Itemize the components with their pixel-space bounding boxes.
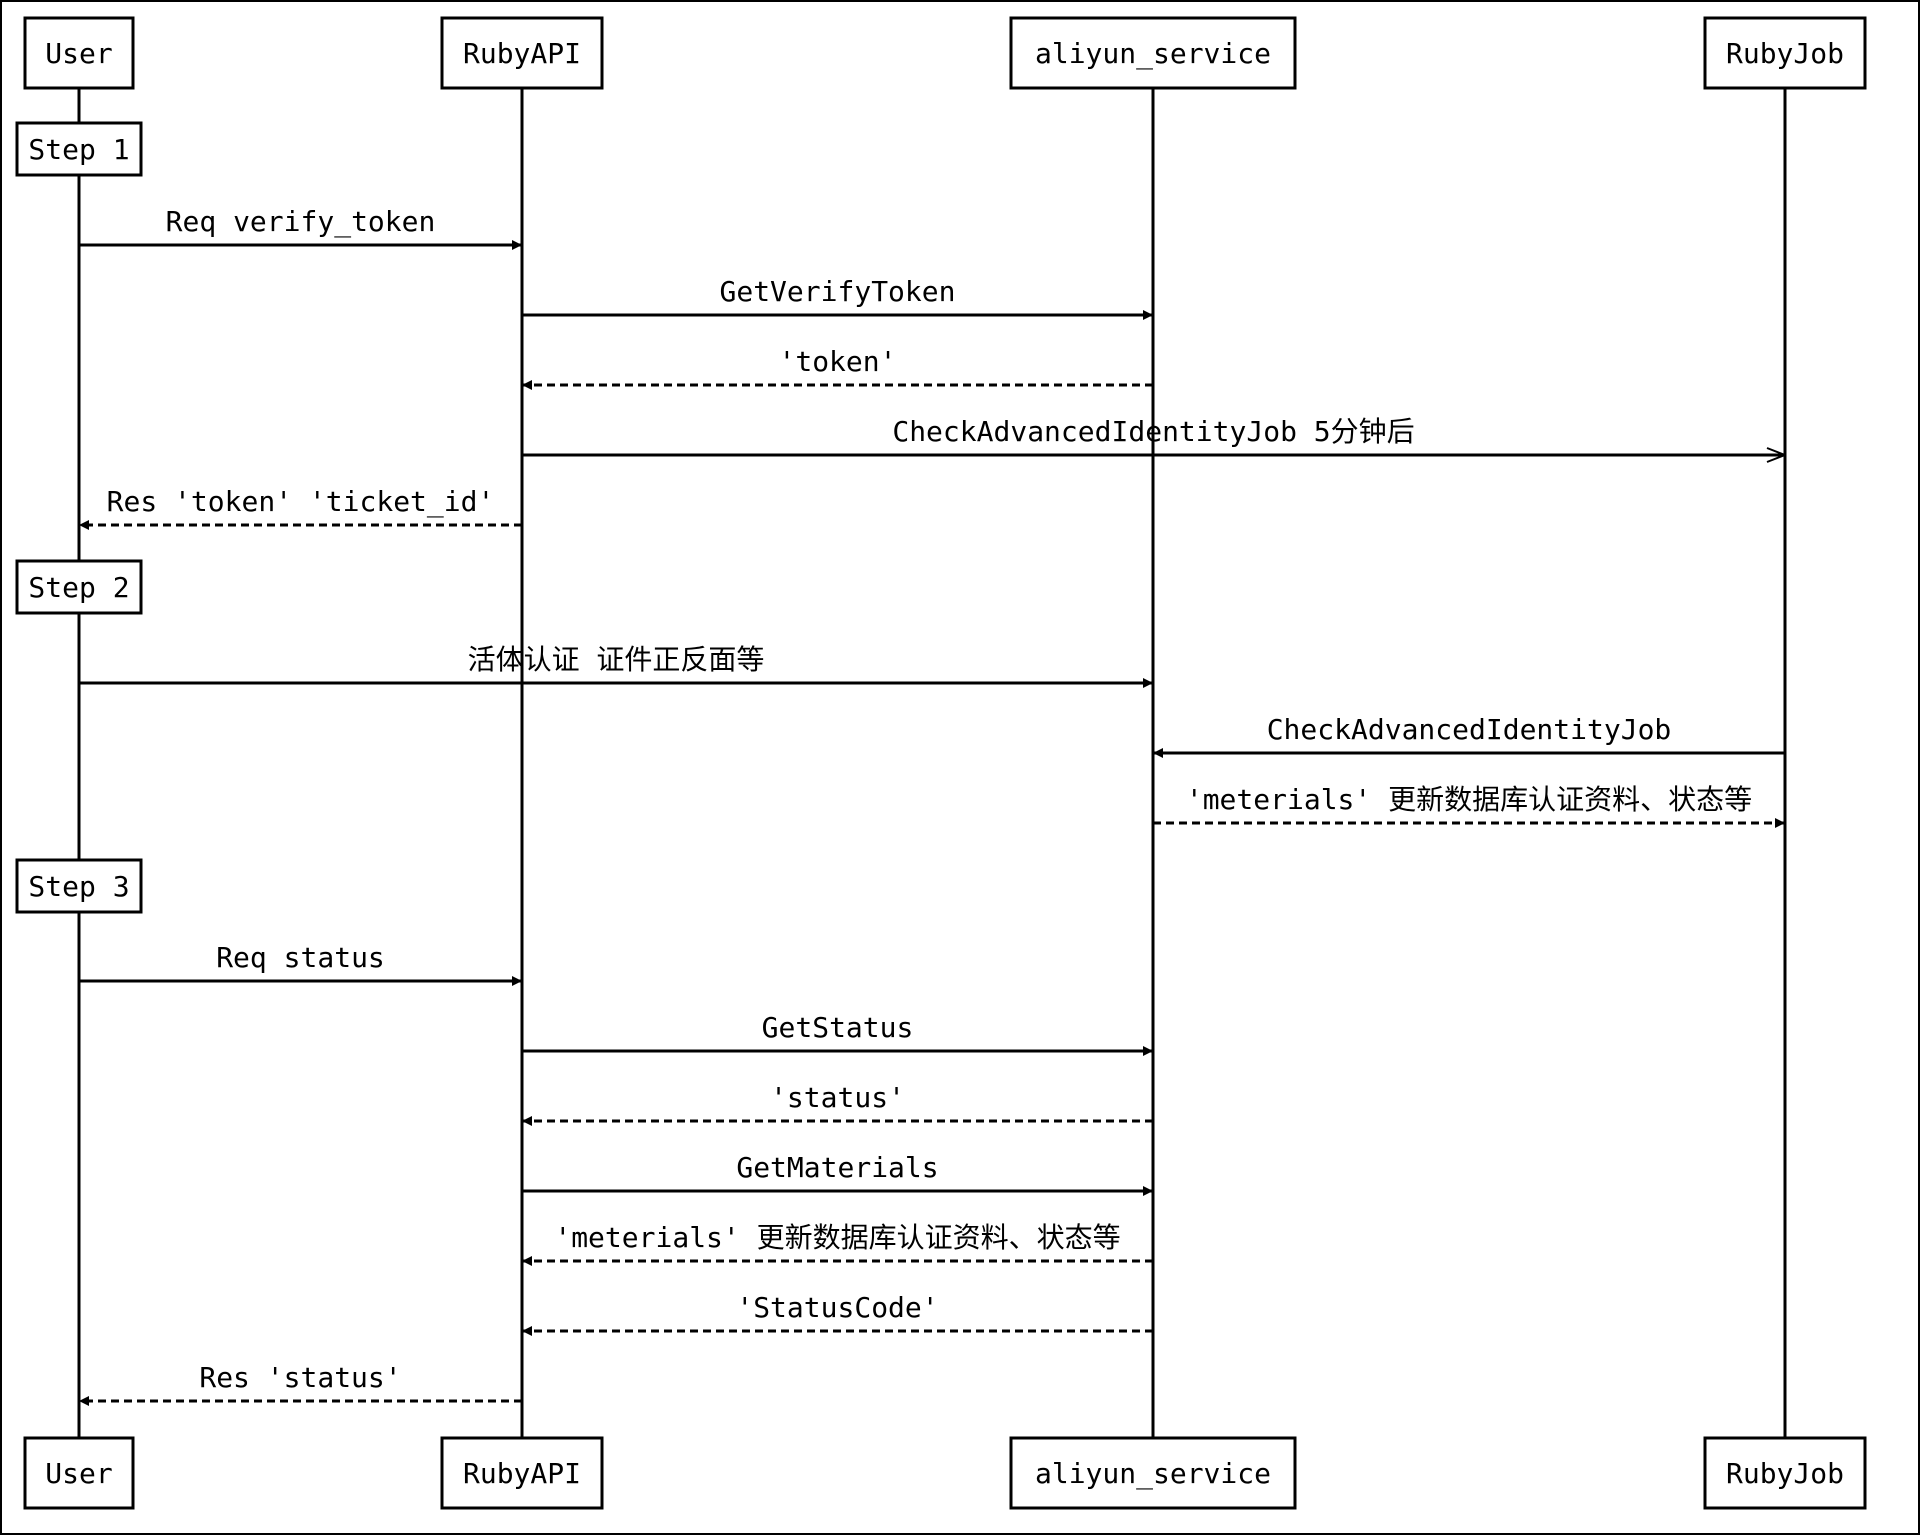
- message-7: CheckAdvancedIdentityJob: [1153, 713, 1785, 758]
- message-label: Res 'token' 'ticket_id': [107, 485, 495, 519]
- message-1: Req verify_token: [79, 205, 522, 250]
- participant-box: [440, 16, 604, 90]
- participant-rubyjob-top: RubyJob: [1703, 16, 1867, 90]
- message-12: GetMaterials: [522, 1151, 1153, 1196]
- participant-label: RubyAPI: [463, 1457, 581, 1490]
- message-11: 'status': [522, 1081, 1153, 1126]
- message-2: GetVerifyToken: [522, 275, 1153, 320]
- participant-label: RubyJob: [1726, 1457, 1844, 1490]
- participant-rubyapi-top: RubyAPI: [440, 16, 604, 90]
- message-5: Res 'token' 'ticket_id': [79, 485, 522, 530]
- participant-box: [440, 1436, 604, 1510]
- message-6: 活体认证 证件正反面等: [79, 643, 1153, 688]
- step-note-label: Step 2: [28, 571, 129, 604]
- participant-box: [23, 1436, 135, 1510]
- message-label: GetMaterials: [736, 1151, 938, 1184]
- message-8: 'meterials' 更新数据库认证资料、状态等: [1153, 783, 1785, 828]
- message-label: Req verify_token: [166, 205, 436, 239]
- message-10: GetStatus: [522, 1011, 1153, 1056]
- message-9: Req status: [79, 941, 522, 986]
- participant-box: [1703, 16, 1867, 90]
- step-note-1: Step 1: [15, 121, 143, 177]
- message-label: Res 'status': [199, 1361, 401, 1394]
- participant-label: User: [45, 37, 112, 70]
- participant-label: RubyAPI: [463, 37, 581, 70]
- message-label: CheckAdvancedIdentityJob 5分钟后: [892, 415, 1414, 448]
- message-label: 'meterials' 更新数据库认证资料、状态等: [554, 1221, 1120, 1254]
- step-note-3: Step 3: [15, 858, 143, 914]
- message-3: 'token': [522, 345, 1153, 390]
- message-15: Res 'status': [79, 1361, 522, 1406]
- message-label: 活体认证 证件正反面等: [468, 643, 765, 676]
- step-notes: Step 1 Step 2 Step 3: [15, 121, 143, 914]
- step-note-box: [15, 858, 143, 914]
- participant-label: aliyun_service: [1035, 37, 1271, 71]
- message-label: GetVerifyToken: [719, 275, 955, 308]
- participant-user-bottom: User: [23, 1436, 135, 1510]
- message-13: 'meterials' 更新数据库认证资料、状态等: [522, 1221, 1153, 1266]
- participant-label: User: [45, 1457, 112, 1490]
- participant-rubyjob-bottom: RubyJob: [1703, 1436, 1867, 1510]
- participant-box: [1009, 16, 1297, 90]
- message-label: Req status: [216, 941, 385, 974]
- message-label: GetStatus: [762, 1011, 914, 1044]
- message-label: 'token': [778, 345, 896, 378]
- participant-user-top: User: [23, 16, 135, 90]
- participants: UserUserRubyAPIRubyAPIaliyun_servicealiy…: [23, 16, 1867, 1510]
- participant-label: aliyun_service: [1035, 1457, 1271, 1491]
- step-note-label: Step 3: [28, 870, 129, 903]
- message-label: CheckAdvancedIdentityJob: [1267, 713, 1672, 746]
- participant-aliyun-top: aliyun_service: [1009, 16, 1297, 90]
- participant-box: [23, 16, 135, 90]
- participant-box: [1703, 1436, 1867, 1510]
- message-label: 'meterials' 更新数据库认证资料、状态等: [1186, 783, 1752, 816]
- step-note-box: [15, 559, 143, 615]
- step-note-box: [15, 121, 143, 177]
- participant-aliyun-bottom: aliyun_service: [1009, 1436, 1297, 1510]
- step-note-2: Step 2: [15, 559, 143, 615]
- participant-label: RubyJob: [1726, 37, 1844, 70]
- participant-rubyapi-bottom: RubyAPI: [440, 1436, 604, 1510]
- step-note-label: Step 1: [28, 133, 129, 166]
- participant-box: [1009, 1436, 1297, 1510]
- message-4: CheckAdvancedIdentityJob 5分钟后: [522, 415, 1785, 455]
- message-label: 'status': [770, 1081, 905, 1114]
- lifelines: [77, 88, 1787, 1438]
- message-14: 'StatusCode': [522, 1291, 1153, 1336]
- message-label: 'StatusCode': [736, 1291, 938, 1324]
